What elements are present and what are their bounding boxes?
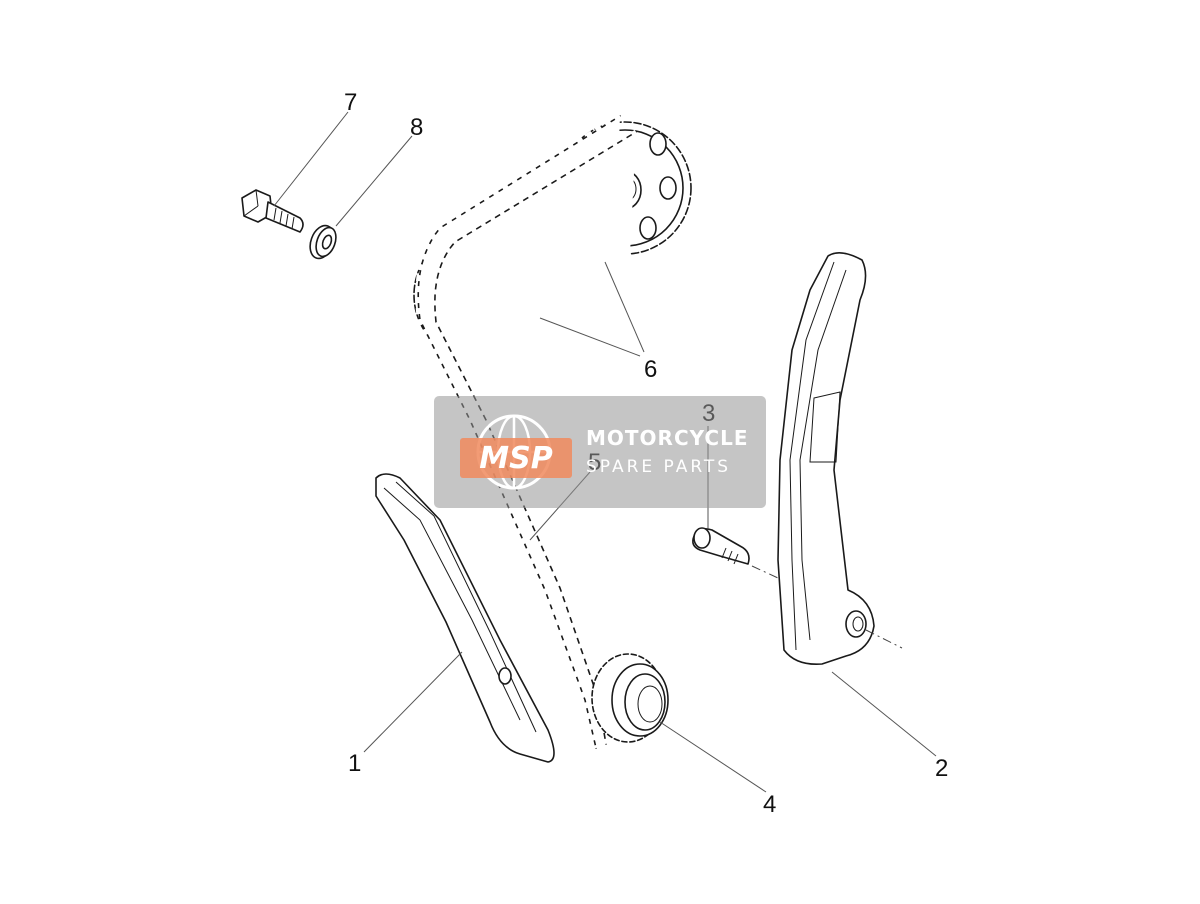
assembly-axis-bolt-3: [751, 565, 779, 579]
callout-2: 2: [935, 755, 948, 782]
leader-line-6a: [539, 317, 641, 357]
leader-line-2: [831, 671, 937, 757]
watermark-line-2: SPARE PARTS: [586, 457, 732, 477]
pivot-bolt-part-3[interactable]: [692, 527, 750, 565]
chain-guide-part-1[interactable]: [375, 473, 555, 763]
assembly-axis-pivot-2: [865, 629, 903, 649]
logo-text: MSP: [479, 441, 552, 476]
leader-line-4: [659, 721, 767, 793]
bolt-part-7[interactable]: [241, 189, 304, 233]
washer-part-8[interactable]: [306, 222, 340, 261]
watermark-line-1: MOTORCYCLE: [586, 426, 749, 450]
crank-sprocket-part-4[interactable]: [591, 653, 669, 743]
callout-4: 4: [763, 791, 776, 818]
watermark-badge: MSP MOTORCYCLE SPARE PARTS: [434, 396, 766, 508]
leader-line-8: [335, 135, 413, 227]
leader-line-1: [363, 651, 463, 753]
callout-8: 8: [410, 114, 423, 141]
globe-logo-icon: MSP: [460, 414, 572, 490]
tensioner-slider-part-2[interactable]: [777, 252, 875, 666]
callout-7: 7: [344, 89, 357, 116]
leader-line-6b: [604, 261, 645, 353]
leader-line-7: [273, 111, 349, 207]
callout-1: 1: [348, 750, 361, 777]
callout-6: 6: [644, 356, 657, 383]
